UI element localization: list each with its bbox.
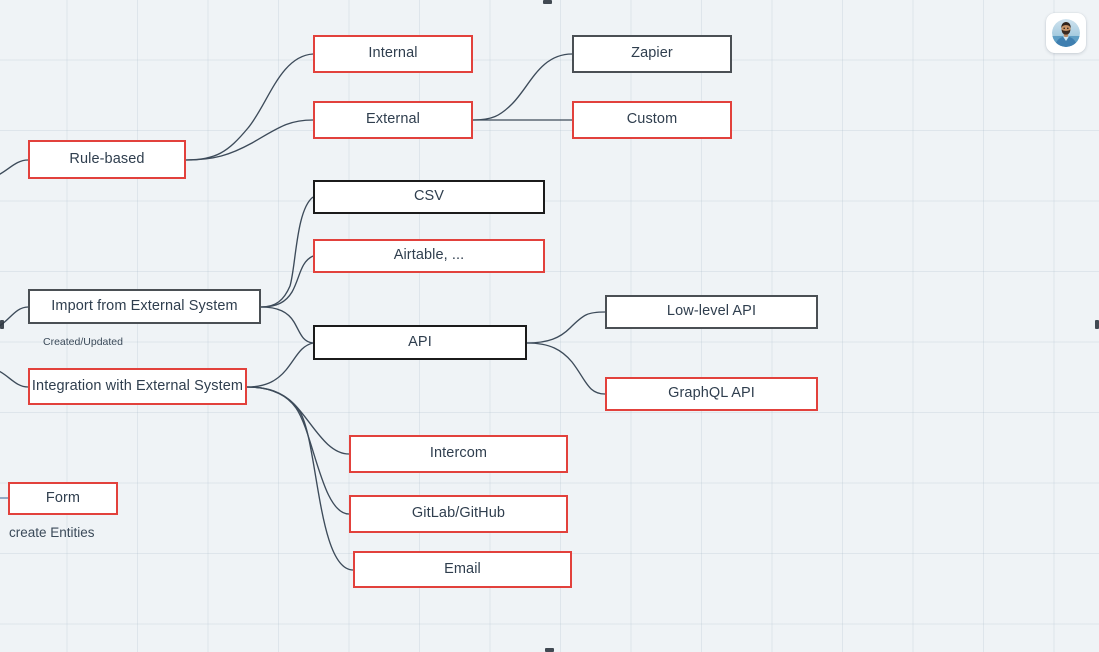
node-label: Zapier: [631, 45, 673, 62]
node-email[interactable]: Email: [353, 551, 572, 588]
connector-import-to-api: [260, 306, 314, 344]
node-airtable[interactable]: Airtable, ...: [313, 239, 545, 273]
connector-offscreen-to-rule: [0, 159, 29, 175]
node-csv[interactable]: CSV: [313, 180, 545, 214]
node-label: Import from External System: [51, 297, 238, 314]
connector-import-to-airtable: [260, 255, 314, 308]
marker-left[interactable]: [0, 320, 4, 329]
node-label: Internal: [368, 45, 418, 62]
node-api[interactable]: API: [313, 325, 527, 360]
connector-offscreen-to-import: [0, 306, 29, 327]
node-label: Airtable, ...: [393, 247, 465, 264]
node-intercom[interactable]: Intercom: [349, 435, 568, 473]
node-integration[interactable]: Integration with External System: [28, 368, 247, 405]
node-rule-based[interactable]: Rule-based: [28, 140, 186, 179]
marker-bottom[interactable]: [545, 648, 554, 652]
node-label: GraphQL API: [668, 385, 755, 402]
marker-top[interactable]: [543, 0, 552, 4]
node-form[interactable]: Form: [8, 482, 118, 515]
node-label: Form: [45, 489, 81, 506]
connector-offscreen-to-integration: [0, 370, 29, 388]
node-graphql-api[interactable]: GraphQL API: [605, 377, 818, 411]
node-label: Email: [444, 560, 481, 577]
user-avatar-button[interactable]: [1046, 13, 1086, 53]
node-import[interactable]: Import from External System: [28, 289, 261, 324]
node-custom[interactable]: Custom: [572, 101, 732, 139]
node-label: GitLab/GitHub: [411, 505, 506, 522]
connector-integration-to-intercom: [246, 386, 350, 455]
node-label: Integration with External System: [31, 377, 244, 394]
node-label: Low-level API: [666, 303, 757, 320]
connector-external-to-zapier: [472, 53, 573, 121]
node-label: Custom: [626, 111, 678, 128]
connector-api-to-graphql: [526, 342, 606, 395]
connector-import-to-csv: [260, 196, 314, 308]
node-zapier[interactable]: Zapier: [572, 35, 732, 73]
node-gitlab-github[interactable]: GitLab/GitHub: [349, 495, 568, 533]
connector-integration-to-email: [246, 386, 354, 571]
label-create-entities[interactable]: create Entities: [9, 525, 95, 540]
node-external[interactable]: External: [313, 101, 473, 139]
connector-rule-to-external: [185, 119, 314, 161]
node-label: External: [366, 111, 420, 128]
node-label: API: [408, 333, 432, 350]
connector-api-to-low-level: [526, 311, 606, 344]
node-label: Rule-based: [69, 150, 145, 167]
label-created-updated[interactable]: Created/Updated: [43, 336, 123, 348]
avatar: [1052, 19, 1080, 47]
connector-integration-to-api: [246, 342, 314, 388]
node-label: CSV: [413, 188, 445, 205]
marker-right[interactable]: [1095, 320, 1099, 329]
node-low-level-api[interactable]: Low-level API: [605, 295, 818, 329]
node-label: Intercom: [429, 445, 488, 462]
connector-integration-to-gitlab: [246, 386, 350, 515]
connector-rule-to-internal: [185, 53, 314, 161]
node-internal[interactable]: Internal: [313, 35, 473, 73]
